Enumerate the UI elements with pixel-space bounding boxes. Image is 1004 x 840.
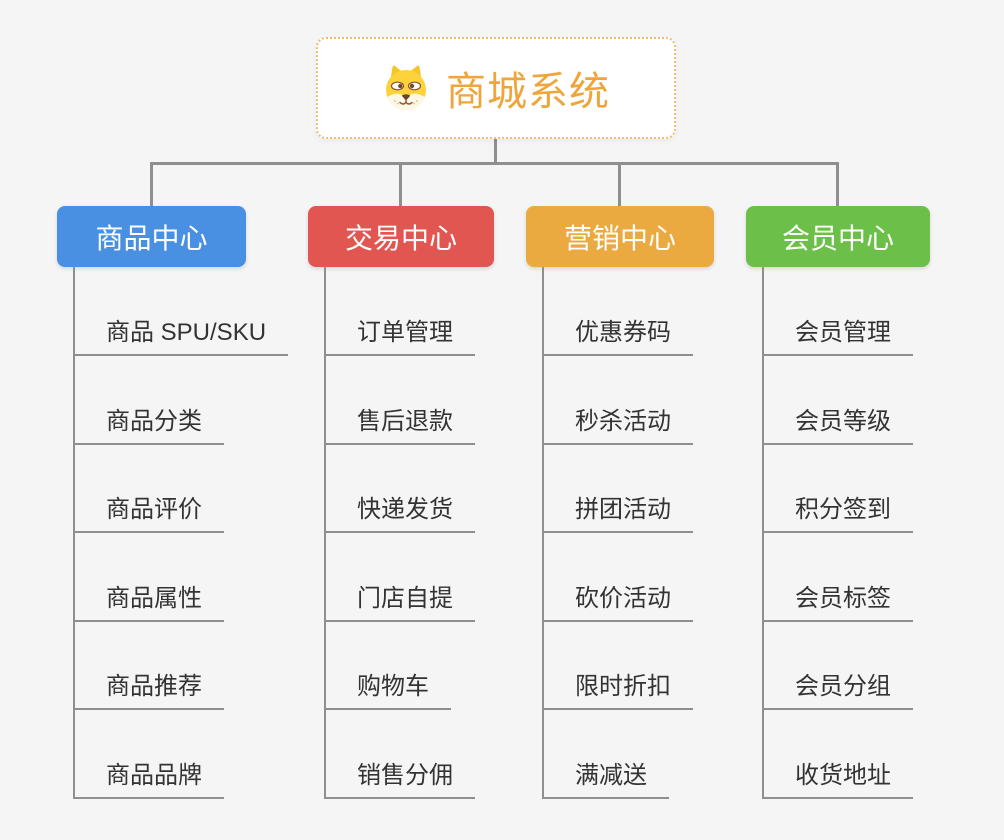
topic-item[interactable]: 订单管理 [324, 267, 475, 356]
topic-item[interactable]: 商品 SPU/SKU [73, 267, 289, 356]
topic-item[interactable]: 商品评价 [73, 445, 224, 534]
branch-product-center[interactable]: 商品中心 [57, 206, 246, 267]
topic-item[interactable]: 商品推荐 [73, 622, 224, 711]
topic-item[interactable]: 会员管理 [762, 267, 913, 356]
branch-items-product: 商品 SPU/SKU 商品分类 商品评价 商品属性 商品推荐 商品品牌 [73, 267, 289, 799]
topic-item[interactable]: 商品品牌 [73, 710, 224, 799]
topic-item[interactable]: 满减送 [542, 710, 669, 799]
topic-item[interactable]: 门店自提 [324, 533, 475, 622]
topic-item[interactable]: 快递发货 [324, 445, 475, 534]
topic-item[interactable]: 购物车 [324, 622, 451, 711]
topic-item[interactable]: 砍价活动 [542, 533, 693, 622]
branch-member-center[interactable]: 会员中心 [746, 206, 930, 267]
branch-marketing-center[interactable]: 营销中心 [526, 206, 714, 267]
connector-drop-member [836, 162, 839, 207]
root-topic[interactable]: 商城系统 [316, 37, 676, 139]
dog-face-icon [386, 65, 426, 110]
connector-root-stem [494, 139, 497, 165]
topic-item[interactable]: 商品属性 [73, 533, 224, 622]
branch-items-trade: 订单管理 售后退款 快递发货 门店自提 购物车 销售分佣 [324, 267, 475, 799]
connector-drop-trade [399, 162, 402, 207]
topic-item[interactable]: 秒杀活动 [542, 356, 693, 445]
topic-item[interactable]: 限时折扣 [542, 622, 693, 711]
topic-item[interactable]: 商品分类 [73, 356, 224, 445]
topic-item[interactable]: 优惠券码 [542, 267, 693, 356]
topic-item[interactable]: 会员等级 [762, 356, 913, 445]
connector-drop-marketing [618, 162, 621, 207]
branch-items-marketing: 优惠券码 秒杀活动 拼团活动 砍价活动 限时折扣 满减送 [542, 267, 693, 799]
topic-item[interactable]: 收货地址 [762, 710, 913, 799]
topic-item[interactable]: 会员标签 [762, 533, 913, 622]
branch-trade-center[interactable]: 交易中心 [308, 206, 494, 267]
connector-drop-product [150, 162, 153, 207]
topic-item[interactable]: 积分签到 [762, 445, 913, 534]
branch-items-member: 会员管理 会员等级 积分签到 会员标签 会员分组 收货地址 [762, 267, 913, 799]
topic-item[interactable]: 拼团活动 [542, 445, 693, 534]
topic-item[interactable]: 会员分组 [762, 622, 913, 711]
root-title: 商城系统 [446, 70, 610, 114]
connector-trunk [150, 162, 839, 165]
topic-item[interactable]: 销售分佣 [324, 710, 475, 799]
topic-item[interactable]: 售后退款 [324, 356, 475, 445]
